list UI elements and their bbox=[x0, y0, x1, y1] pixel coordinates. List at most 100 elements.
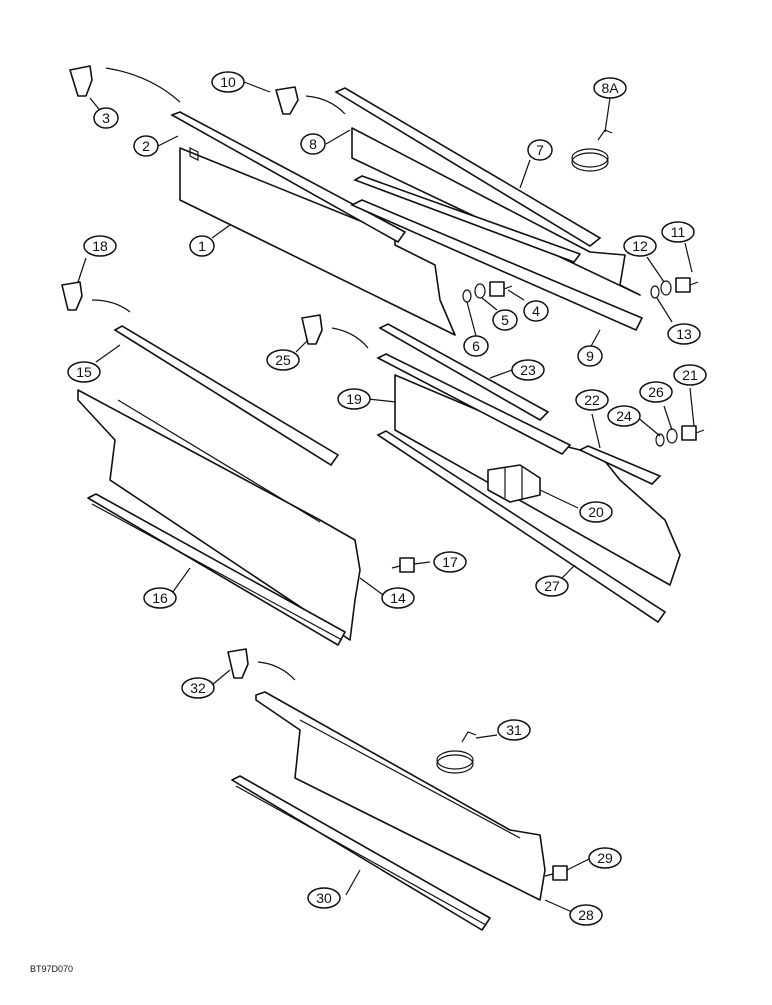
callout-31: 31 bbox=[497, 719, 531, 741]
bolt-29 bbox=[544, 865, 568, 881]
callout-2: 2 bbox=[133, 135, 159, 157]
seal-strip-22 bbox=[578, 445, 662, 485]
callout-label: 20 bbox=[588, 504, 604, 520]
callout-label: 8 bbox=[309, 136, 317, 152]
callout-label: 5 bbox=[501, 312, 509, 328]
callout-bubble bbox=[673, 364, 707, 386]
callout-20: 20 bbox=[579, 501, 613, 523]
callout-label: 16 bbox=[152, 590, 168, 606]
seal-strip-15 bbox=[113, 325, 340, 467]
callout-bubble bbox=[337, 388, 371, 410]
callout-bubble bbox=[307, 887, 341, 909]
callout-label: 11 bbox=[671, 224, 686, 240]
callout-18: 18 bbox=[83, 235, 117, 257]
hardware-11-12-13 bbox=[650, 277, 699, 299]
callout-label: 6 bbox=[472, 338, 480, 354]
callout-label: 24 bbox=[616, 408, 632, 424]
callout-11: 11 bbox=[661, 221, 695, 243]
callout-bubble bbox=[588, 847, 622, 869]
callout-bubble bbox=[211, 71, 245, 93]
callout-bubble bbox=[67, 361, 101, 383]
callout-12: 12 bbox=[623, 235, 657, 257]
callout-label: 8A bbox=[601, 80, 619, 96]
callout-1: 1 bbox=[189, 235, 215, 257]
callout-8a: 8A bbox=[593, 77, 627, 99]
clip-32 bbox=[227, 648, 296, 681]
callout-30: 30 bbox=[307, 887, 341, 909]
callout-6: 6 bbox=[463, 335, 489, 357]
callout-label: 4 bbox=[532, 303, 540, 319]
callout-label: 1 bbox=[198, 238, 206, 254]
callout-label: 26 bbox=[648, 384, 664, 400]
callout-label: 31 bbox=[506, 722, 522, 738]
callout-label: 17 bbox=[442, 554, 458, 570]
callout-label: 23 bbox=[520, 362, 536, 378]
callout-label: 22 bbox=[584, 392, 600, 408]
callout-bubble bbox=[463, 335, 489, 357]
callout-label: 7 bbox=[536, 142, 544, 158]
callout-5: 5 bbox=[492, 309, 518, 331]
callout-bubble bbox=[575, 389, 609, 411]
callout-label: 13 bbox=[676, 326, 692, 342]
callout-32: 32 bbox=[181, 677, 215, 699]
rubber-seal-16 bbox=[87, 493, 346, 646]
callout-bubble bbox=[266, 349, 300, 371]
callout-label: 28 bbox=[578, 907, 594, 923]
callout-bubble bbox=[577, 345, 603, 367]
callout-17: 17 bbox=[433, 551, 467, 573]
seal-strip-9 bbox=[350, 199, 644, 332]
callout-bubble bbox=[93, 107, 119, 129]
callout-label: 19 bbox=[346, 391, 362, 407]
callout-8: 8 bbox=[300, 133, 326, 155]
figure-reference: BT97D070 bbox=[30, 964, 73, 974]
callout-label: 27 bbox=[544, 578, 560, 594]
callout-bubble bbox=[497, 719, 531, 741]
clip-18 bbox=[61, 281, 131, 313]
callout-label: 18 bbox=[92, 238, 108, 254]
leader-lines bbox=[77, 81, 695, 913]
callout-13: 13 bbox=[667, 323, 701, 345]
bolt-17 bbox=[391, 557, 415, 573]
callout-22: 22 bbox=[575, 389, 609, 411]
shield-panel-14 bbox=[77, 389, 361, 641]
callout-15: 15 bbox=[67, 361, 101, 383]
callout-bubble bbox=[511, 359, 545, 381]
callout-23: 23 bbox=[511, 359, 545, 381]
callout-29: 29 bbox=[588, 847, 622, 869]
callout-26: 26 bbox=[639, 381, 673, 403]
callout-9: 9 bbox=[577, 345, 603, 367]
hardware-4-5-6 bbox=[462, 281, 513, 303]
callout-label: 30 bbox=[316, 890, 332, 906]
callout-7: 7 bbox=[527, 139, 553, 161]
callout-bubble bbox=[381, 587, 415, 609]
callout-label: 15 bbox=[76, 364, 92, 380]
callout-label: 32 bbox=[190, 680, 206, 696]
callout-bubble bbox=[83, 235, 117, 257]
shield-panel-28 bbox=[255, 691, 546, 901]
callout-19: 19 bbox=[337, 388, 371, 410]
callout-bubble bbox=[661, 221, 695, 243]
callout-label: 12 bbox=[632, 238, 648, 254]
clip-3 bbox=[69, 65, 181, 103]
callout-16: 16 bbox=[143, 587, 177, 609]
foam-block-20 bbox=[487, 464, 541, 503]
clip-10 bbox=[275, 86, 346, 115]
hardware-21-24-26 bbox=[655, 425, 705, 447]
callout-label: 3 bbox=[102, 110, 110, 126]
callout-label: 14 bbox=[390, 590, 406, 606]
callout-bubble bbox=[623, 235, 657, 257]
shield-cover-7 bbox=[334, 87, 602, 247]
callout-21: 21 bbox=[673, 364, 707, 386]
callout-bubble bbox=[433, 551, 467, 573]
callout-25: 25 bbox=[266, 349, 300, 371]
callout-label: 2 bbox=[142, 138, 150, 154]
callout-bubble bbox=[607, 405, 641, 427]
callout-bubble bbox=[133, 135, 159, 157]
callout-bubble bbox=[181, 677, 215, 699]
seal-strip-2 bbox=[170, 111, 407, 244]
callout-label: 29 bbox=[597, 850, 613, 866]
callout-bubble bbox=[579, 501, 613, 523]
seal-strip-23 bbox=[378, 323, 550, 421]
